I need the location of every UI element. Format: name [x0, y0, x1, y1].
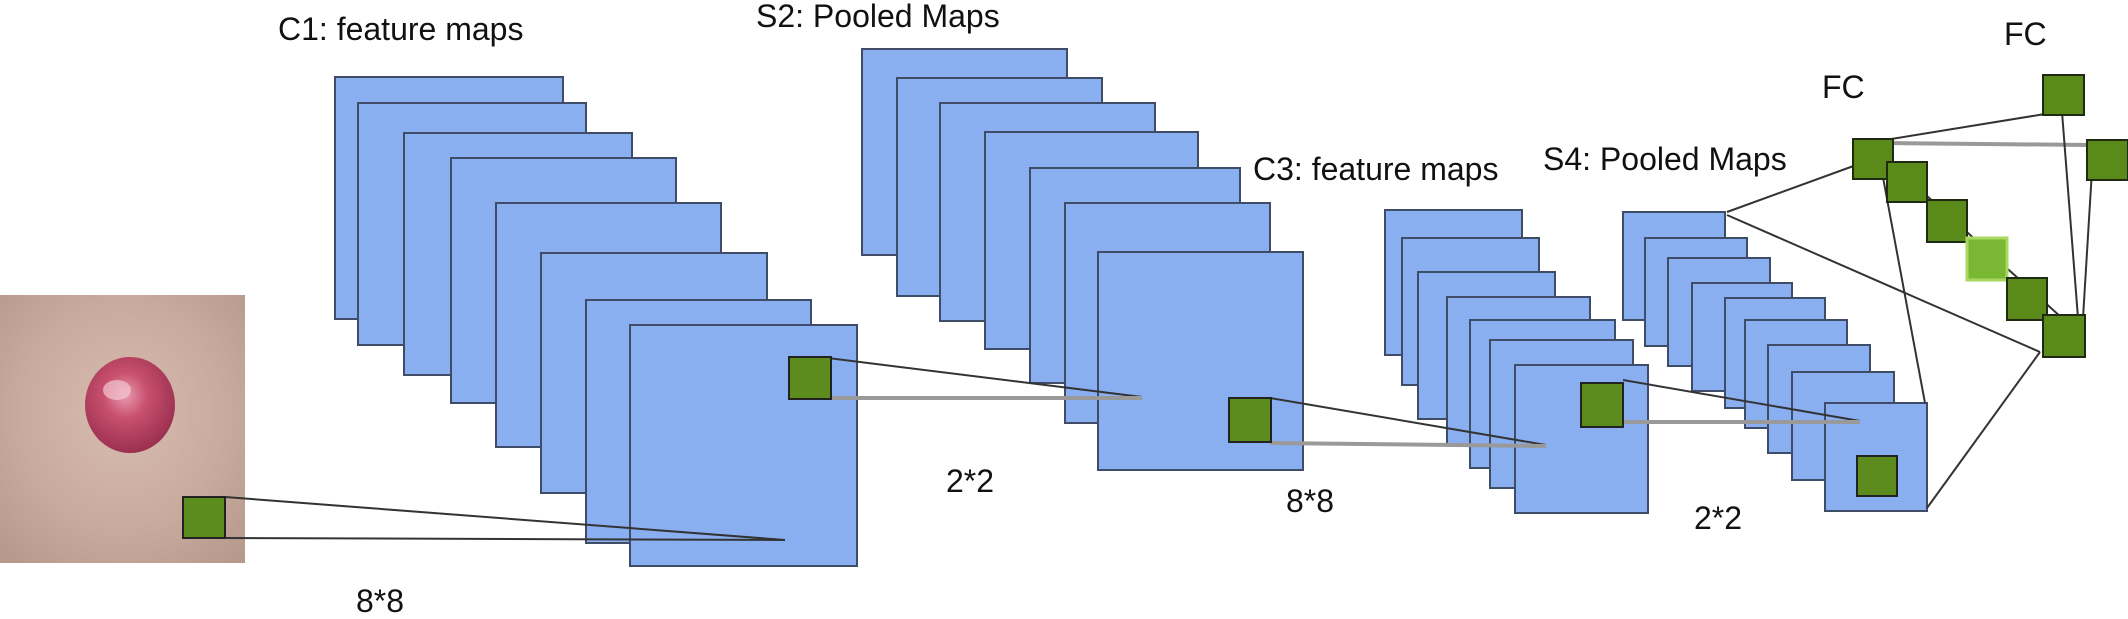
fc1-neuron — [1886, 161, 1928, 203]
fc2-neuron — [2042, 74, 2085, 116]
s4-label: S4: Pooled Maps — [1543, 141, 1787, 177]
c1-feature-maps — [334, 76, 858, 567]
kernel-c1 — [788, 356, 832, 400]
s2-label: S2: Pooled Maps — [756, 0, 1000, 34]
c1-label: C1: feature maps — [278, 11, 523, 47]
pool1-size-label: 2*2 — [946, 463, 994, 499]
kernel-s4 — [1856, 455, 1898, 497]
fc1-neuron — [1926, 199, 1968, 243]
c3-label: C3: feature maps — [1253, 151, 1498, 187]
kernel-s2 — [1228, 397, 1272, 443]
kernel-input — [182, 496, 226, 539]
fc1-neuron — [2006, 277, 2048, 321]
fc2-neuron — [2086, 139, 2128, 181]
kernel-c3 — [1580, 382, 1624, 428]
pool2-size-label: 2*2 — [1694, 500, 1742, 536]
s2-map — [1097, 251, 1304, 471]
connection-lines — [224, 111, 2093, 541]
lesion — [85, 357, 175, 453]
input-image — [0, 295, 245, 563]
fc1-neuron — [2042, 314, 2086, 358]
s2-pooled-maps — [861, 48, 1304, 471]
fc2-label: FC — [2004, 16, 2047, 52]
c3-feature-maps — [1384, 209, 1649, 514]
kernel2-size-label: 8*8 — [1286, 483, 1334, 519]
kernel1-size-label: 8*8 — [356, 583, 404, 619]
fc-neurons — [1852, 74, 2128, 358]
fc1-label: FC — [1822, 69, 1865, 105]
kernels — [182, 356, 1898, 539]
fc1-neuron-highlighted — [1965, 236, 2009, 282]
labels: C1: feature maps S2: Pooled Maps C3: fea… — [278, 0, 2047, 619]
